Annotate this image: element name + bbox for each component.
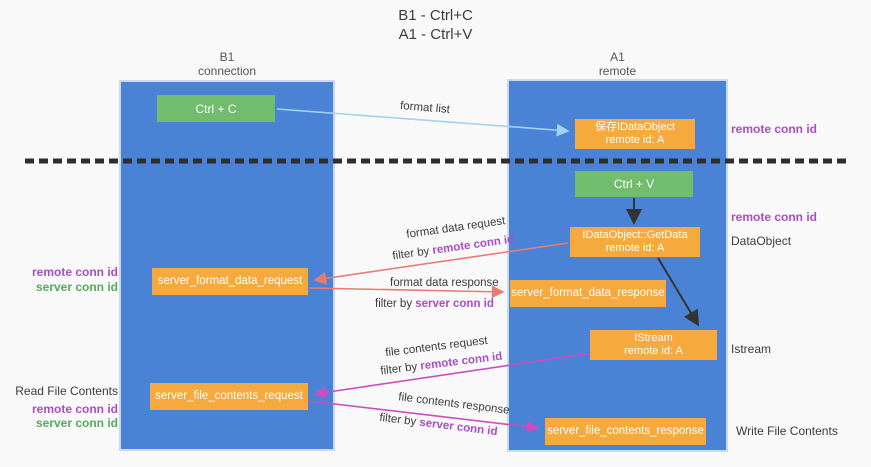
server-format-data-response-box: server_format_data_response bbox=[510, 280, 666, 307]
title-line-2: A1 - Ctrl+V bbox=[398, 26, 473, 43]
diagram-title: B1 - Ctrl+C A1 - Ctrl+V bbox=[0, 6, 871, 44]
left-read-file-contents-label: Read File Contents bbox=[15, 384, 118, 398]
lifeline-a1-name: A1 bbox=[610, 50, 625, 64]
istream-line2: remote id: A bbox=[624, 345, 683, 357]
filter-key: server conn id bbox=[418, 416, 499, 439]
save-idataobject-box: 保存IDataObject remote id: A bbox=[575, 119, 695, 149]
file-contents-response-label: file contents response bbox=[397, 391, 511, 417]
ctrl-v-label: Ctrl + V bbox=[613, 177, 655, 191]
filter-prefix: filter by bbox=[379, 360, 422, 378]
idataobject-getdata-box: IDataObject::GetData remote id: A bbox=[570, 227, 700, 257]
format-data-response-filter: filter by server conn id bbox=[375, 298, 494, 310]
lifeline-header-b1: B1 connection bbox=[119, 50, 335, 78]
getdata-line1: IDataObject::GetData bbox=[582, 229, 688, 241]
ctrl-c-label: Ctrl + C bbox=[195, 101, 237, 116]
left-server-conn-id-2: server conn id bbox=[35, 416, 118, 430]
filter-key: remote conn id bbox=[419, 350, 503, 373]
right-write-file-contents-label: Write File Contents bbox=[736, 424, 838, 438]
server-file-contents-request-label: server_file_contents_request bbox=[155, 390, 303, 402]
title-line-1: B1 - Ctrl+C bbox=[398, 7, 473, 24]
save-idataobject-line2: remote id: A bbox=[605, 134, 665, 146]
ctrl-v-box: Ctrl + V bbox=[575, 171, 693, 197]
left-remote-conn-id-2: remote conn id bbox=[31, 402, 118, 416]
filter-key: remote conn id bbox=[431, 233, 515, 257]
istream-line1: IStream bbox=[634, 332, 673, 344]
file-contents-response-filter: filter by server conn id bbox=[379, 412, 498, 438]
save-idataobject-line1: 保存IDataObject bbox=[594, 121, 676, 133]
server-format-data-request-box: server_format_data_request bbox=[152, 268, 308, 295]
server-file-contents-response-box: server_file_contents_response bbox=[545, 418, 706, 445]
ctrl-c-box: Ctrl + C bbox=[157, 95, 275, 122]
format-data-response-label: format data response bbox=[390, 277, 499, 289]
filter-prefix: filter by bbox=[378, 411, 421, 429]
filter-prefix: filter by bbox=[375, 298, 416, 310]
format-list-label: format list bbox=[399, 100, 451, 116]
filter-key: server conn id bbox=[415, 298, 494, 310]
getdata-line2: remote id: A bbox=[605, 242, 665, 254]
istream-box: IStream remote id: A bbox=[590, 330, 717, 360]
server-format-data-request-label: server_format_data_request bbox=[157, 275, 303, 287]
server-file-contents-request-box: server_file_contents_request bbox=[150, 383, 308, 410]
left-remote-conn-id-1: remote conn id bbox=[31, 265, 118, 279]
right-remote-conn-id-2: remote conn id bbox=[731, 210, 818, 224]
right-remote-conn-id-1: remote conn id bbox=[731, 122, 818, 136]
right-dataobject-label: DataObject bbox=[731, 234, 792, 248]
server-file-contents-response-label: server_file_contents_response bbox=[547, 425, 704, 437]
left-server-conn-id-1: server conn id bbox=[35, 280, 118, 294]
lifeline-b1-name: B1 bbox=[219, 50, 235, 64]
right-istream-label: Istream bbox=[731, 342, 772, 356]
lifeline-header-a1: A1 remote bbox=[507, 50, 728, 78]
server-format-data-response-label: server_format_data_response bbox=[511, 287, 665, 299]
lifeline-b1-role: connection bbox=[197, 64, 257, 78]
filter-prefix: filter by bbox=[391, 244, 434, 263]
lifeline-a1-role: remote bbox=[598, 64, 637, 78]
